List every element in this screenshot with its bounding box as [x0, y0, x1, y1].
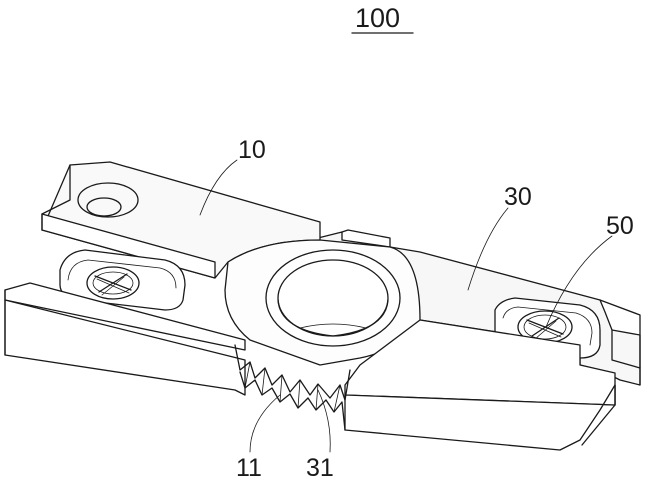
figure-number: 100	[355, 3, 400, 33]
plate-10-left-wall	[41, 164, 71, 215]
leader-30	[467, 207, 509, 291]
leader-50	[545, 235, 613, 328]
plate-10-pocket-inner	[67, 259, 177, 289]
teeth-11	[234, 344, 351, 401]
leader-10	[199, 159, 238, 216]
teeth-31	[239, 371, 346, 431]
base-rail	[4, 282, 616, 451]
label-30: 30	[504, 183, 532, 211]
center-boss-bore-lip	[299, 323, 367, 329]
label-10: 10	[238, 136, 266, 164]
screw-left-cross-slot	[94, 273, 132, 293]
plate-30-slot	[611, 329, 641, 369]
screw-50-cross-slot-edge	[528, 320, 562, 340]
plate-30-pocket-inner	[502, 306, 593, 346]
teeth-flanks	[244, 361, 341, 413]
plate-30-step	[341, 229, 391, 248]
screw-left	[86, 266, 140, 300]
label-50: 50	[606, 212, 634, 240]
base-rail-right-end	[581, 384, 616, 446]
label-31: 31	[306, 454, 334, 482]
leader-31	[317, 389, 331, 453]
center-boss	[224, 239, 421, 366]
leader-11	[249, 394, 281, 453]
screw-left-cross-slot-edge	[96, 276, 130, 296]
center-boss-bore-edge	[277, 299, 389, 337]
screw-50-cross-slot	[526, 317, 564, 337]
countersunk-hole-left-inner	[86, 197, 122, 217]
screw-left-head-rim	[92, 271, 134, 295]
center-boss-ring-outer	[265, 249, 401, 347]
plate-30-right-wall	[599, 299, 641, 386]
label-11: 11	[236, 454, 262, 482]
countersunk-hole-left-outer	[77, 182, 139, 218]
